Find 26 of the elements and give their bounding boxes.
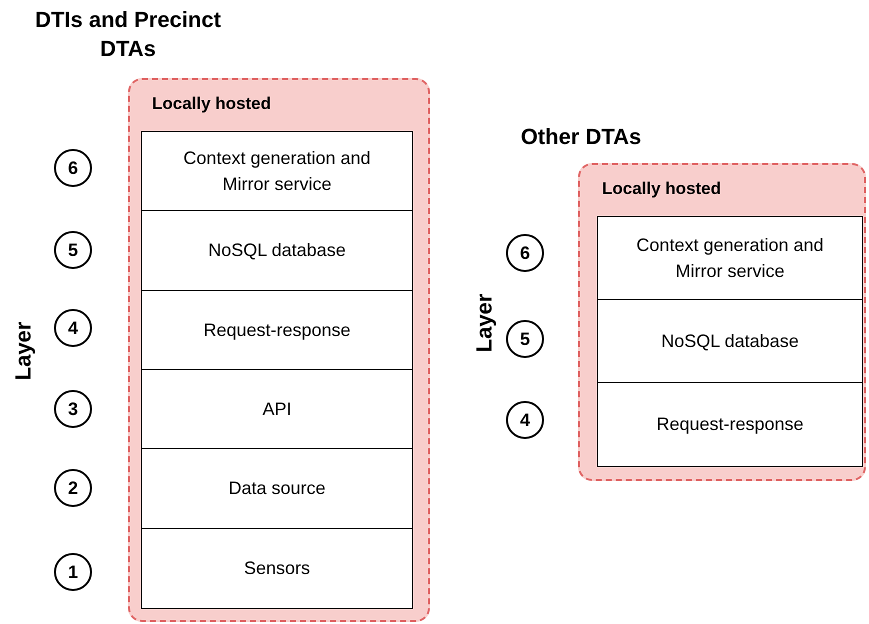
layer-number-circle: 4	[54, 309, 92, 347]
layer-box: Data source	[141, 448, 413, 529]
layer-number-circle: 5	[506, 320, 544, 358]
group-title: Locally hosted	[602, 179, 722, 199]
axis-label: Layer	[10, 322, 36, 380]
layer-number-circle: 2	[54, 469, 92, 507]
axis-label: Layer	[471, 294, 498, 352]
layer-box: Request-response	[597, 382, 863, 467]
column-heading: DTIs and Precinct DTAs	[34, 6, 222, 63]
layer-box: Sensors	[141, 528, 413, 609]
layer-box: Context generation and Mirror service	[597, 216, 863, 301]
layer-box: API	[141, 369, 413, 450]
group-title: Locally hosted	[152, 94, 272, 114]
column-heading: Other DTAs	[520, 123, 642, 151]
layer-number-circle: 5	[54, 231, 92, 269]
layer-number-circle: 3	[54, 390, 92, 428]
group-container	[128, 78, 430, 622]
layer-number-circle: 6	[506, 234, 544, 272]
layer-number-circle: 1	[54, 553, 92, 591]
layer-number-circle: 6	[54, 149, 92, 187]
layer-box: NoSQL database	[597, 299, 863, 384]
layer-box: Context generation and Mirror service	[141, 131, 413, 212]
layer-box: Request-response	[141, 290, 413, 371]
group-container	[578, 163, 866, 481]
layer-box: NoSQL database	[141, 210, 413, 291]
layer-number-circle: 4	[506, 401, 544, 439]
